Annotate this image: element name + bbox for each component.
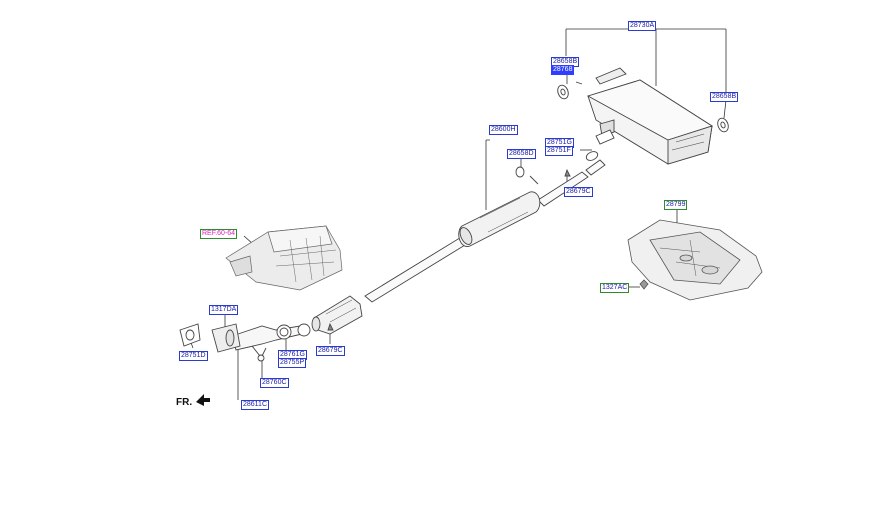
sensor-28760C [257,354,265,362]
leader-28730A [565,28,727,92]
exhaust-pipe [364,159,606,303]
part-label-28751F[interactable]: 28751F [545,146,573,156]
bolt-28679C-lower [327,322,334,331]
heat-shield-28799 [627,219,763,301]
part-label-1327AC[interactable]: 1327AC [600,283,630,293]
bolt-28679C-upper [564,168,571,177]
part-label-28658B-right[interactable]: 28658B [710,92,739,102]
ref-label-engine[interactable]: REF.60-64 [200,229,238,239]
leader-28600H [485,139,490,210]
catalytic-converter [311,295,363,335]
hanger-28658D [515,166,525,178]
part-label-28751D[interactable]: 28751D [179,351,208,361]
front-arrow-icon [196,394,210,406]
front-direction-label: FR. [176,397,193,408]
clamp-28751F [595,129,615,145]
part-label-28600H[interactable]: 28600H [489,125,518,135]
part-label-28611C[interactable]: 28611C [241,400,270,410]
part-label-28755P[interactable]: 28755P [278,358,307,368]
leader-28658B-right [723,99,727,119]
rear-muffler [586,67,714,165]
center-resonator [458,191,541,247]
part-label-28799[interactable]: 28799 [664,200,688,210]
part-label-1317DA[interactable]: 1317DA [209,305,239,315]
gasket-28751G [585,151,599,161]
engine-reference [225,225,343,291]
bolt-1327AC [639,279,649,290]
part-label-28760C[interactable]: 28760C [260,378,289,388]
part-label-28679C-upper[interactable]: 28679C [564,187,593,197]
part-label-28768[interactable]: 28768 [551,65,575,75]
part-label-28730A[interactable]: 28730A [628,21,657,31]
part-label-28658D[interactable]: 28658D [507,149,536,159]
part-label-28679C-lower[interactable]: 28679C [316,346,345,356]
clamp-28755P [297,323,311,337]
